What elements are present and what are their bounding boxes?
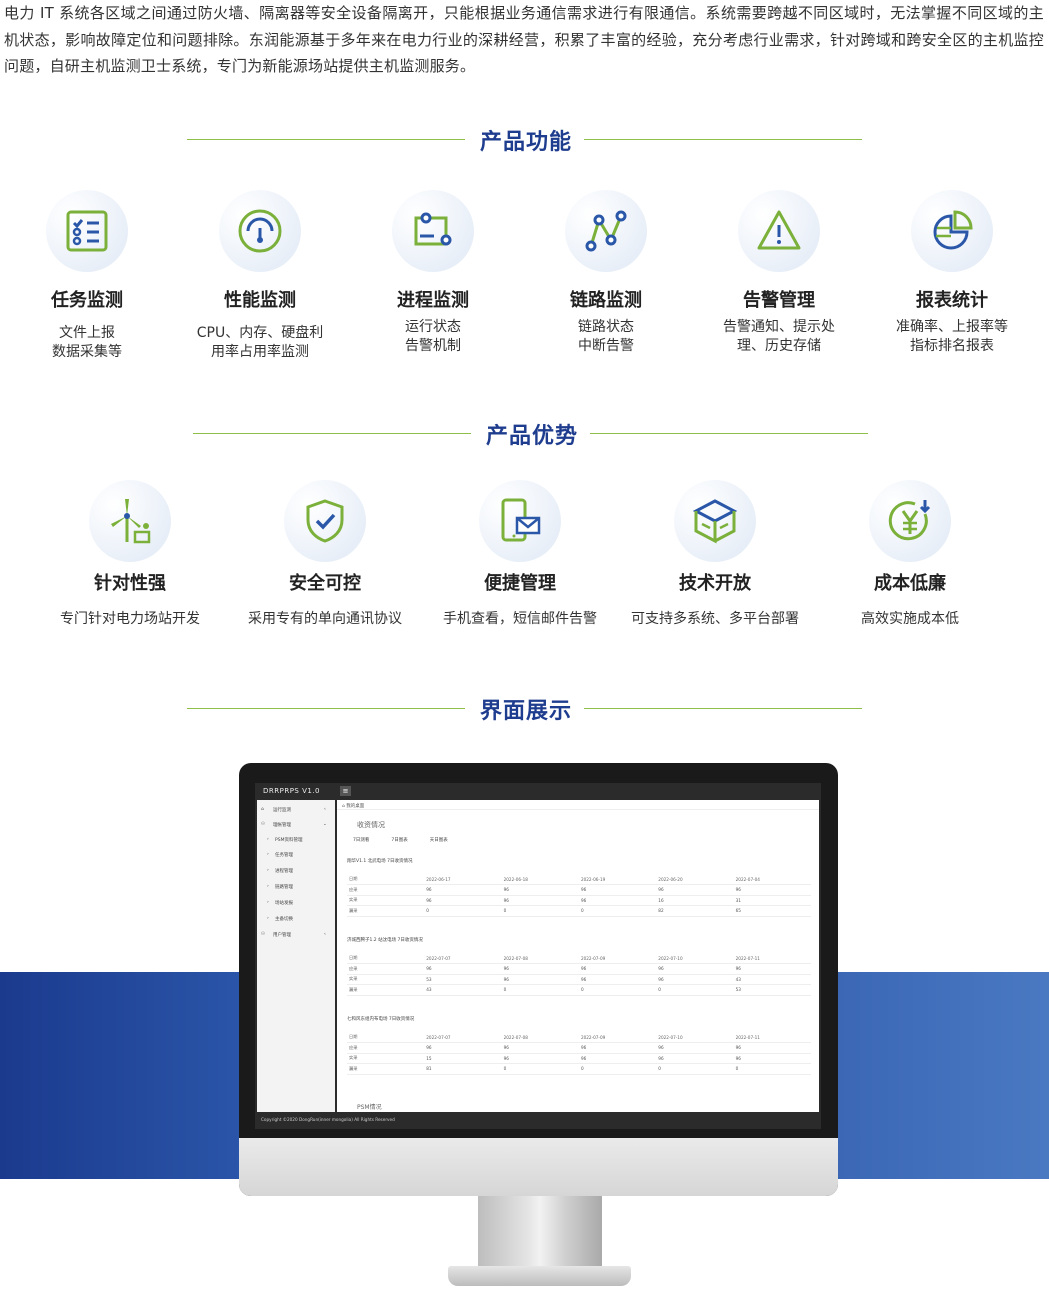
feature-title-process: 进程监测 xyxy=(397,290,469,311)
app-main: ⌂ 我的桌面 收资情况 7日测看 7日图表 天日图表 翔华V1.1 北武电场 7日收… xyxy=(337,800,819,1112)
showcase-title: 界面展示 xyxy=(480,699,573,724)
sidebar-item-tasks[interactable]: ›任务管理 xyxy=(267,852,293,858)
feature-desc-report: 准确率、上报率等指标排名报表 xyxy=(896,319,1008,354)
divider-right xyxy=(584,139,862,140)
feature-desc-alarm: 告警通知、提示处理、历史存储 xyxy=(723,319,835,354)
advantage-desc-cost: 高效实施成本低 xyxy=(861,611,959,627)
advantage-desc-management: 手机查看，短信邮件告警 xyxy=(443,611,597,627)
feature-title-task: 任务监测 xyxy=(51,290,123,311)
sidebar-item-accounts[interactable]: ⚇理帐管理⌄ xyxy=(261,822,327,828)
process-icon xyxy=(392,190,474,272)
advantage-title-targeted: 针对性强 xyxy=(94,573,166,594)
sidebar-item-psm[interactable]: ›PSM资料管理 xyxy=(267,837,303,843)
blue-band-right xyxy=(838,972,1049,1179)
view-tabs: 7日测看 7日图表 天日图表 xyxy=(353,837,470,843)
feature-desc-task: 文件上报数据采集等 xyxy=(52,325,122,360)
advantages-section-header: 产品优势 xyxy=(0,418,1049,449)
advantage-title-secure: 安全可控 xyxy=(289,573,361,594)
divider-right xyxy=(584,708,862,709)
app-screen: DRRPRPS V1.0 ≡ ⌂运行监测‹ ⚇理帐管理⌄ ›PSM资料管理 ›任… xyxy=(255,783,821,1129)
tab-7day-view[interactable]: 7日测看 xyxy=(353,838,370,843)
intro-paragraph: 电力 IT 系统各区域之间通过防火墙、隔离器等安全设备隔离开，只能根据业务通信需… xyxy=(4,4,1044,75)
app-logo: DRRPRPS V1.0 xyxy=(263,787,321,795)
feature-title-performance: 性能监测 xyxy=(224,290,296,311)
gauge-icon xyxy=(219,190,301,272)
feature-title-report: 报表统计 xyxy=(916,290,988,311)
advantage-title-management: 便捷管理 xyxy=(484,573,556,594)
sidebar-item-links[interactable]: ›链路管理 xyxy=(267,884,293,890)
pie-chart-icon xyxy=(911,190,993,272)
advantage-desc-secure: 采用专有的单向通讯协议 xyxy=(248,611,402,627)
tab-day-chart[interactable]: 天日图表 xyxy=(429,838,448,843)
yen-icon xyxy=(869,480,951,562)
sidebar-item-users[interactable]: ⚇用户管理‹ xyxy=(261,932,326,938)
tab-7day-chart[interactable]: 7日图表 xyxy=(391,838,408,843)
advantage-title-cost: 成本低廉 xyxy=(874,573,946,594)
monitor-stand-base xyxy=(448,1266,631,1286)
phone-mail-icon xyxy=(479,480,561,562)
checklist-icon xyxy=(46,190,128,272)
divider-left xyxy=(187,708,465,709)
divider-left xyxy=(187,139,465,140)
feature-title-link: 链路监测 xyxy=(570,290,642,311)
advantage-title-open: 技术开放 xyxy=(679,573,751,594)
cube-icon xyxy=(674,480,756,562)
psm-section-title: PSM情况 xyxy=(357,1104,382,1111)
feature-desc-performance: CPU、内存、硬盘利用率占用率监测 xyxy=(196,325,324,360)
divider-right xyxy=(590,433,868,434)
wind-turbine-icon xyxy=(89,480,171,562)
group-title: 七和风东组内布电场 7日收资情况 xyxy=(347,1017,415,1022)
menu-toggle-icon[interactable]: ≡ xyxy=(340,786,351,796)
showcase-section-header: 界面展示 xyxy=(0,693,1049,724)
app-header: DRRPRPS V1.0 ≡ xyxy=(255,783,821,800)
sidebar-item-monitoring[interactable]: ⌂运行监测‹ xyxy=(261,807,326,813)
panel-title: 收资情况 xyxy=(357,821,385,829)
features-section-header: 产品功能 xyxy=(0,124,1049,155)
advantage-desc-targeted: 专门针对电力场站开发 xyxy=(60,611,200,627)
feature-desc-process: 运行状态告警机制 xyxy=(405,319,461,354)
divider-left xyxy=(193,433,471,434)
sidebar-item-process[interactable]: ›进程管理 xyxy=(267,868,293,874)
features-title: 产品功能 xyxy=(480,130,573,155)
shield-check-icon xyxy=(284,480,366,562)
group-title: 济城西腾子1.2 站沈电场 7日收资情况 xyxy=(347,938,423,943)
monitor: DRRPRPS V1.0 ≡ ⌂运行监测‹ ⚇理帐管理⌄ ›PSM资料管理 ›任… xyxy=(239,763,838,1196)
warning-icon xyxy=(738,190,820,272)
advantage-desc-open: 可支持多系统、多平台部署 xyxy=(631,611,799,627)
sidebar-item-reports[interactable]: ›场站发报 xyxy=(267,900,293,906)
sidebar-item-switchover[interactable]: ›主备切换 xyxy=(267,916,293,922)
app-sidebar: ⌂运行监测‹ ⚇理帐管理⌄ ›PSM资料管理 ›任务管理 ›进程管理 ›链路管理… xyxy=(257,800,335,1112)
link-icon xyxy=(565,190,647,272)
breadcrumb[interactable]: ⌂ 我的桌面 xyxy=(342,804,365,809)
feature-desc-link: 链路状态中断告警 xyxy=(578,319,634,354)
breadcrumb-bar xyxy=(337,800,819,810)
group-title: 翔华V1.1 北武电场 7日收资情况 xyxy=(347,859,413,864)
app-footer: Copyright ©2020 DongRun(inner mongolia) … xyxy=(261,1117,395,1122)
advantages-title: 产品优势 xyxy=(486,424,579,449)
feature-title-alarm: 告警管理 xyxy=(743,290,815,311)
blue-band-left xyxy=(0,972,240,1179)
monitor-stand-neck xyxy=(478,1196,602,1268)
monitor-chin xyxy=(239,1138,838,1196)
